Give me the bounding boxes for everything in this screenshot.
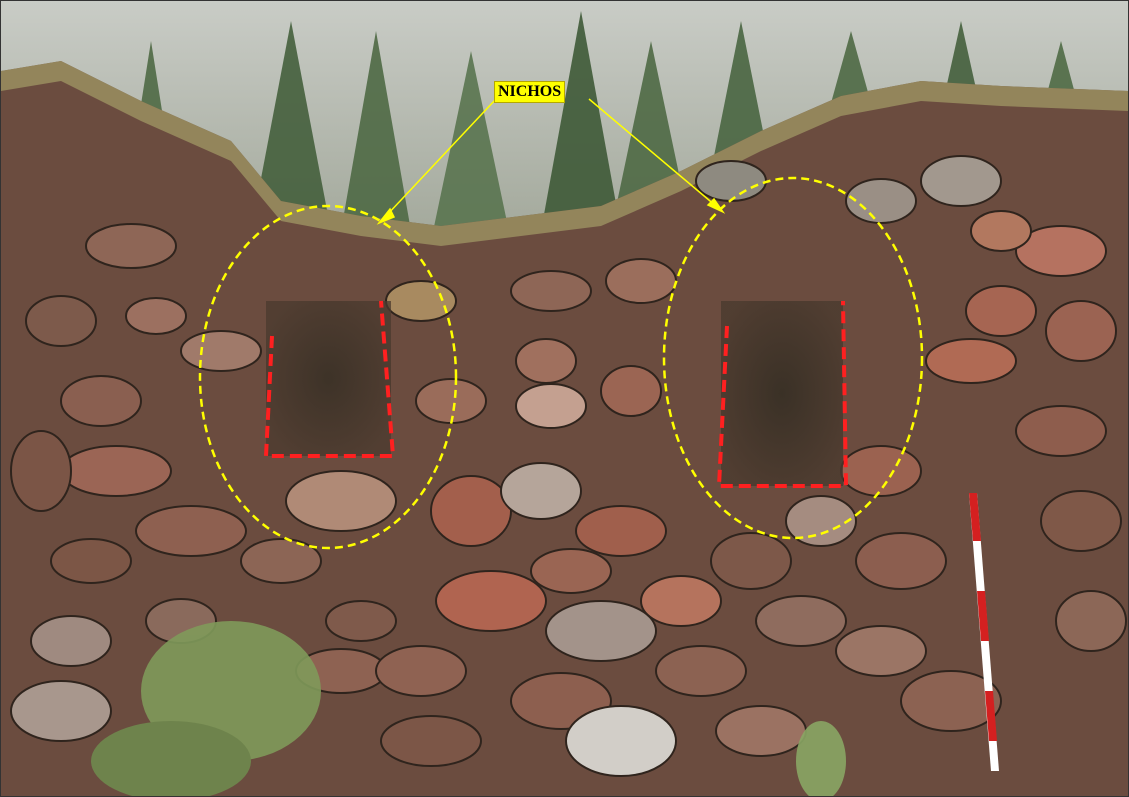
right-niche [721, 301, 843, 486]
right-niche-ellipse [662, 176, 924, 540]
measuring-rod [969, 493, 999, 771]
right-niche-outline [716, 300, 849, 488]
annotation-arrows [376, 98, 726, 225]
stone-wall [1, 61, 1128, 796]
left-niche-outline [263, 300, 396, 458]
left-niche-ellipse [198, 204, 458, 550]
niche-ellipses [198, 176, 924, 550]
niche-outlines [263, 300, 849, 488]
vegetation [91, 621, 846, 796]
stones [10, 155, 1127, 777]
nichos-label: NICHOS [494, 81, 566, 103]
grass-top [1, 61, 1128, 246]
left-niche [266, 301, 391, 456]
